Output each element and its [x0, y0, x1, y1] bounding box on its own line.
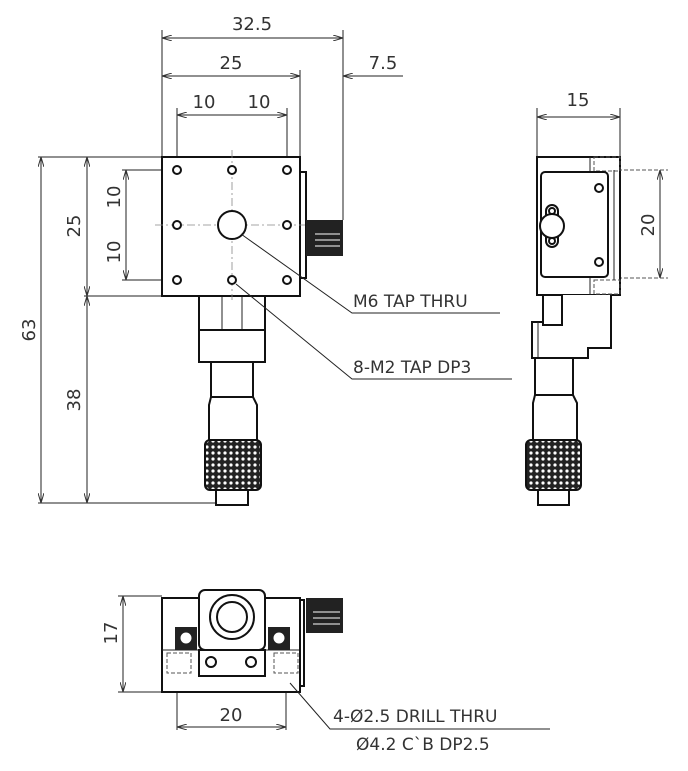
micrometer [198, 295, 266, 506]
dim-hole-pitch-x1: 10 [193, 92, 216, 113]
bottom-knob [306, 598, 343, 633]
screw-heads [175, 627, 290, 650]
leader-center-hole [240, 233, 500, 314]
dim-overall-width: 32.5 [232, 14, 272, 35]
dim-knob-offset: 7.5 [369, 53, 398, 74]
callout-drill-line2: Ø4.2 C`B DP2.5 [356, 735, 490, 755]
callout-drill-line1: 4-Ø2.5 DRILL THRU [333, 707, 497, 727]
center-hole [217, 210, 247, 240]
dim-hole-pitch-x2: 10 [248, 92, 271, 113]
dim-top-height: 25 [64, 215, 85, 238]
dim-hole-pitch-y2: 10 [104, 241, 125, 264]
dim-micrometer-length: 38 [64, 389, 85, 412]
micrometer-end [216, 601, 248, 633]
dim-hole-pitch-y1: 10 [104, 186, 125, 209]
side-view: 15 20 [525, 90, 668, 506]
bottom-view: 17 20 4-Ø2.5 DRILL THRU Ø4.2 C`B DP2.5 [101, 589, 550, 755]
callout-center-hole: M6 TAP THRU [353, 292, 468, 312]
micrometer-knurl [204, 439, 262, 491]
leader-drill [289, 682, 550, 730]
dim-bottom-hole-pitch: 20 [220, 705, 243, 726]
callout-mount-holes: 8-M2 TAP DP3 [353, 358, 471, 378]
front-view: 32.5 25 7.5 10 10 63 25 38 10 10 [19, 14, 512, 506]
leader-mount-holes [235, 283, 512, 380]
lock-screw [539, 213, 565, 239]
side-micrometer-knurl [525, 439, 582, 491]
dim-top-width: 25 [220, 53, 243, 74]
dim-side-width: 15 [567, 90, 590, 111]
mount-holes [172, 165, 292, 285]
knob [306, 220, 343, 256]
dim-bottom-height: 17 [101, 622, 122, 645]
dim-total-height: 63 [19, 319, 40, 342]
dim-side-hole-pitch: 20 [638, 214, 659, 237]
